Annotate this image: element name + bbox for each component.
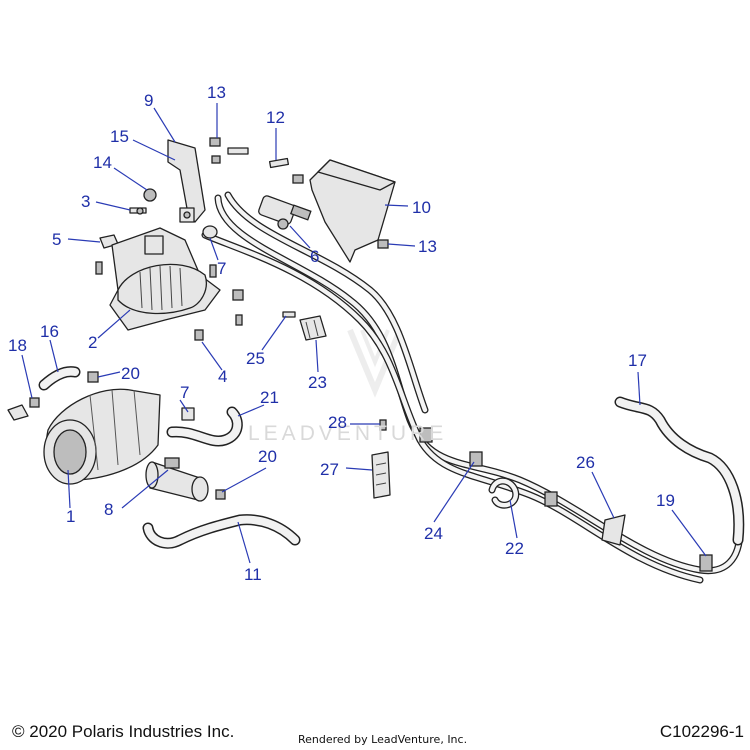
callout-22[interactable]: 22 xyxy=(505,539,524,558)
callout-12[interactable]: 12 xyxy=(266,108,285,127)
connector-23 xyxy=(299,315,327,341)
bracket-27 xyxy=(371,451,391,499)
callout-13-upper[interactable]: 13 xyxy=(207,83,226,102)
hose-11 xyxy=(142,514,301,549)
callout-1[interactable]: 1 xyxy=(66,507,76,526)
filter-8 xyxy=(145,457,209,502)
callout-7-upper[interactable]: 7 xyxy=(217,259,227,278)
callout-20-upper[interactable]: 20 xyxy=(121,364,140,383)
callout-24[interactable]: 24 xyxy=(424,524,443,543)
callout-8[interactable]: 8 xyxy=(104,500,114,519)
callout-4[interactable]: 4 xyxy=(218,367,228,386)
copyright-text: © 2020 Polaris Industries Inc. xyxy=(12,722,235,741)
callout-19[interactable]: 19 xyxy=(656,491,675,510)
screw-25 xyxy=(282,311,296,318)
fasteners-2 xyxy=(95,261,244,341)
bolt-3 xyxy=(129,207,147,215)
callout-9[interactable]: 9 xyxy=(144,91,154,110)
callout-11[interactable]: 11 xyxy=(244,565,262,584)
bracket-10 xyxy=(309,159,396,263)
callout-16[interactable]: 16 xyxy=(40,322,59,341)
callout-26[interactable]: 26 xyxy=(576,453,595,472)
callout-5[interactable]: 5 xyxy=(52,230,62,249)
callout-23[interactable]: 23 xyxy=(308,373,327,392)
clamp-19 xyxy=(699,554,713,572)
canister-1 xyxy=(43,388,161,485)
callout-10[interactable]: 10 xyxy=(412,198,431,217)
callout-17[interactable]: 17 xyxy=(628,351,647,370)
bolt-12 xyxy=(268,157,304,184)
clamp-20-lower xyxy=(215,489,226,500)
line-clips xyxy=(419,427,558,507)
bolt-13-upper xyxy=(209,137,249,164)
callout-18[interactable]: 18 xyxy=(8,336,27,355)
callout-21[interactable]: 21 xyxy=(260,388,279,407)
valve-6 xyxy=(258,195,312,230)
hose-17 xyxy=(614,396,745,546)
hose-21 xyxy=(166,406,243,447)
callout-14[interactable]: 14 xyxy=(93,153,112,172)
watermark-text: LEADVENTURE xyxy=(248,422,448,445)
screw-28 xyxy=(379,419,387,431)
nut-14 xyxy=(143,188,157,202)
diagram-id: C102296-1 xyxy=(659,722,744,741)
hose-22 xyxy=(488,477,520,509)
callout-25[interactable]: 25 xyxy=(246,349,265,368)
canister-mount-2 xyxy=(109,227,221,331)
leader-lines xyxy=(21,103,707,564)
fitting-18 xyxy=(7,404,29,421)
callout-28[interactable]: 28 xyxy=(328,413,347,432)
callout-2[interactable]: 2 xyxy=(88,333,98,352)
clamp-20-upper xyxy=(87,371,99,383)
callout-20-lower[interactable]: 20 xyxy=(258,447,277,466)
clamp-7-lower xyxy=(181,407,195,421)
callout-6[interactable]: 6 xyxy=(310,247,320,266)
callout-15[interactable]: 15 xyxy=(110,127,129,146)
clamp-7-upper xyxy=(202,225,218,239)
callout-7-lower[interactable]: 7 xyxy=(180,383,190,402)
bolt-13-lower xyxy=(377,239,389,249)
callout-27[interactable]: 27 xyxy=(320,460,339,479)
rendered-by-text: Rendered by LeadVenture, Inc. xyxy=(298,733,468,746)
clamp-24 xyxy=(469,451,483,467)
bracket-9 xyxy=(167,139,206,223)
callout-13-lower[interactable]: 13 xyxy=(418,237,437,256)
clamp-26 xyxy=(601,514,626,546)
clamp-18-small xyxy=(29,397,40,408)
vent-line-assembly xyxy=(201,191,744,584)
hose-16 xyxy=(38,366,81,391)
callout-3[interactable]: 3 xyxy=(81,192,91,211)
